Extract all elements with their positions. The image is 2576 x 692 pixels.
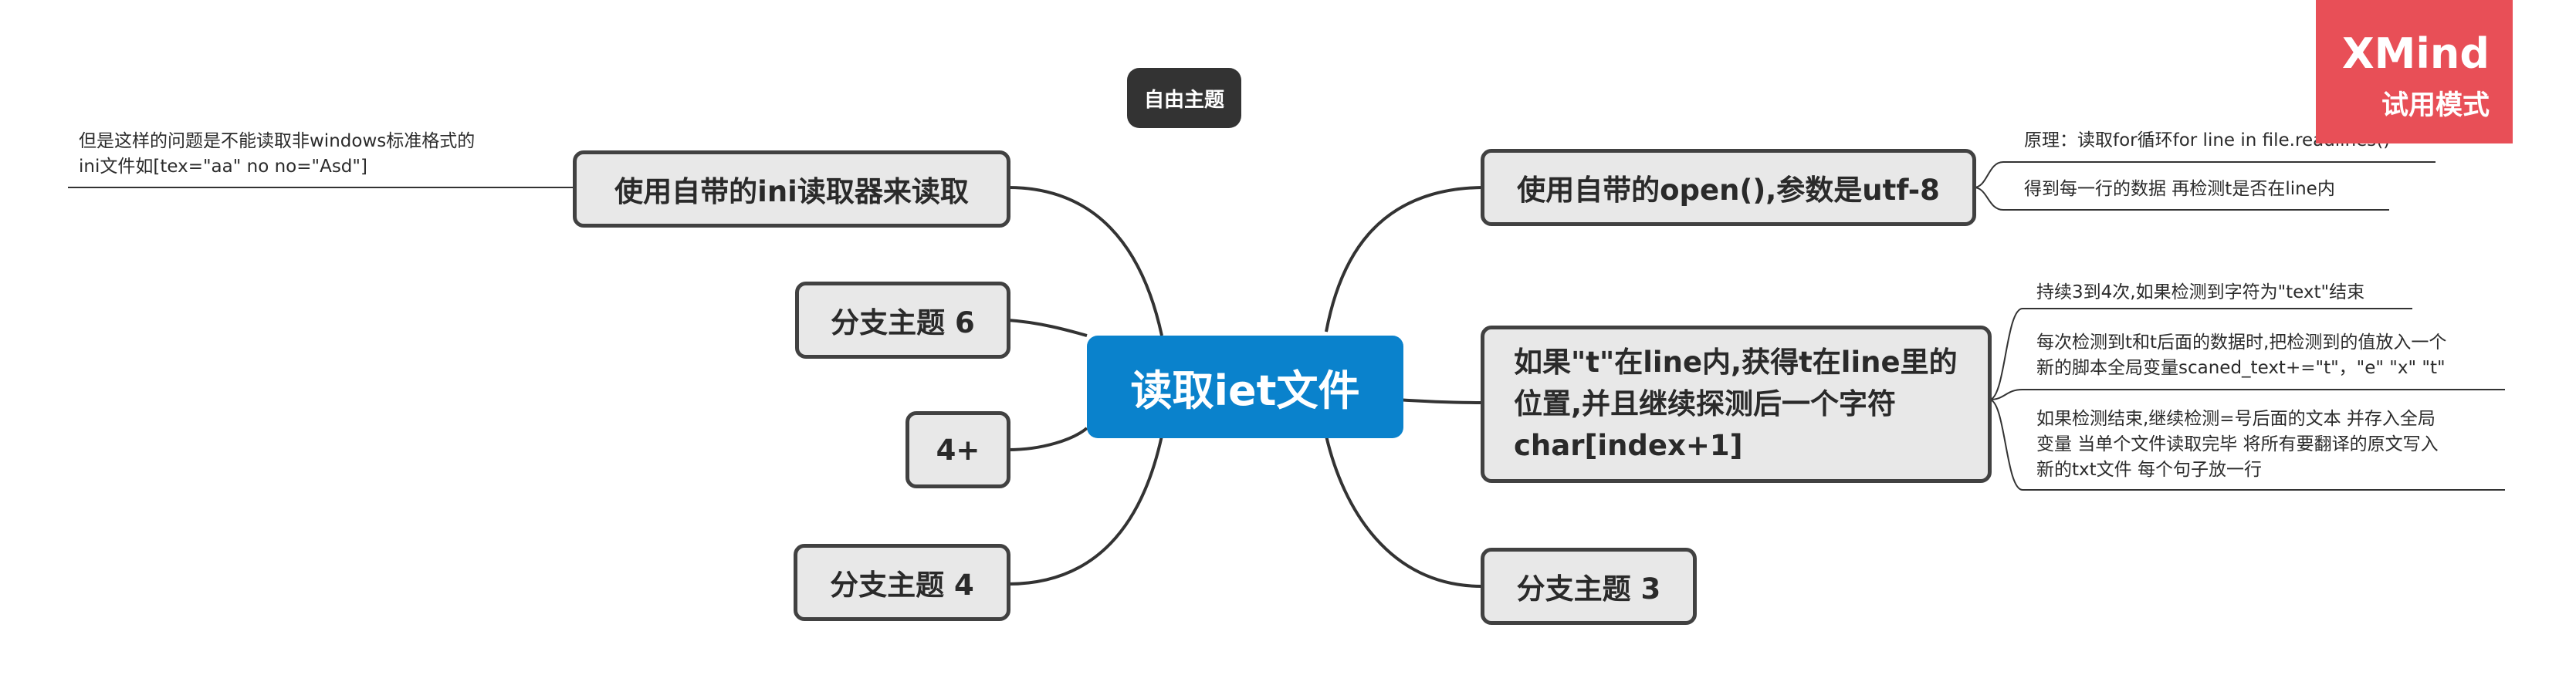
- branch-topic-4[interactable]: 分支主题 4: [794, 544, 1010, 621]
- trial-mode-text: 试用模式: [2381, 90, 2490, 121]
- char-detail-write-txt-line-3: 新的txt文件 每个句子放一行: [2036, 460, 2262, 480]
- char-detail-repeat-text: 持续3到4次,如果检测到字符为"text"结束: [2036, 282, 2365, 302]
- char-detail-scaned-text-line-1: 每次检测到t和t后面的数据时,把检测到的值放入一个: [2036, 332, 2447, 353]
- char-detail-repeat[interactable]: 持续3到4次,如果检测到字符为"text"结束: [2036, 280, 2364, 305]
- branch-four-plus-label: 4+: [936, 433, 980, 467]
- branch-char-index-line-3: char[index+1]: [1514, 429, 1743, 462]
- branch-char-index-line-1: 如果"t"在line内,获得t在line里的: [1514, 346, 1958, 379]
- floating-topic-label: 自由主题: [1143, 88, 1224, 112]
- open-detail-check-text: 得到每一行的数据 再检测t是否在line内: [2024, 179, 2335, 199]
- branch-topic-6[interactable]: 分支主题 6: [795, 282, 1010, 359]
- connector-ini: [1007, 186, 1163, 336]
- open-detail-check[interactable]: 得到每一行的数据 再检测t是否在line内: [2024, 177, 2335, 202]
- connector-char-details: [1989, 308, 2023, 491]
- connector-topic3: [1325, 435, 1483, 588]
- connector-four-plus: [1007, 427, 1088, 451]
- branch-open-utf8-label: 使用自带的open(),参数是utf-8: [1517, 174, 1940, 207]
- branch-ini-reader-label: 使用自带的ini读取器来读取: [614, 175, 969, 208]
- ini-detail-line-2: ini文件如[tex="aa" no no="Asd"]: [79, 157, 367, 177]
- branch-char-index[interactable]: 如果"t"在line内,获得t在line里的 位置,并且继续探测后一个字符 ch…: [1481, 326, 1992, 483]
- central-topic[interactable]: 读取iet文件: [1087, 336, 1403, 438]
- connector-open: [1325, 186, 1483, 332]
- char-detail-scaned-text[interactable]: 每次检测到t和t后面的数据时,把检测到的值放入一个 新的脚本全局变量scaned…: [2036, 330, 2446, 381]
- branch-topic-6-label: 分支主题 6: [831, 306, 975, 339]
- branch-topic-3-label: 分支主题 3: [1516, 572, 1661, 606]
- ini-detail-line-1: 但是这样的问题是不能读取非windows标准格式的: [79, 131, 476, 151]
- char-detail-write-txt-line-2: 变量 当单个文件读取完毕 将所有要翻译的原文写入: [2036, 434, 2439, 454]
- connector-topic4: [1007, 435, 1163, 586]
- connector-topic6: [1007, 319, 1088, 337]
- branch-open-utf8[interactable]: 使用自带的open(),参数是utf-8: [1481, 149, 1976, 226]
- char-detail-scaned-text-line-2: 新的脚本全局变量scaned_text+="t"，"e" "x" "t": [2036, 358, 2446, 378]
- ini-detail-limitation[interactable]: 但是这样的问题是不能读取非windows标准格式的 ini文件如[tex="aa…: [79, 129, 475, 180]
- branch-topic-3[interactable]: 分支主题 3: [1481, 548, 1697, 625]
- branch-ini-reader[interactable]: 使用自带的ini读取器来读取: [573, 150, 1010, 228]
- xmind-logo-text: XMind: [2342, 29, 2490, 78]
- char-detail-write-txt-line-1: 如果检测结束,继续检测=号后面的文本 并存入全局: [2036, 409, 2436, 429]
- branch-four-plus[interactable]: 4+: [905, 411, 1010, 488]
- branch-char-index-line-2: 位置,并且继续探测后一个字符: [1514, 387, 1897, 420]
- connector-open-details: [1973, 161, 2004, 211]
- char-detail-write-txt[interactable]: 如果检测结束,继续检测=号后面的文本 并存入全局 变量 当单个文件读取完毕 将所…: [2036, 407, 2439, 483]
- central-topic-label: 读取iet文件: [1130, 366, 1360, 415]
- floating-topic[interactable]: 自由主题: [1127, 68, 1241, 128]
- connector-char-index: [1396, 398, 1483, 404]
- branch-topic-4-label: 分支主题 4: [830, 569, 974, 602]
- xmind-trial-badge: XMind 试用模式: [2316, 0, 2513, 143]
